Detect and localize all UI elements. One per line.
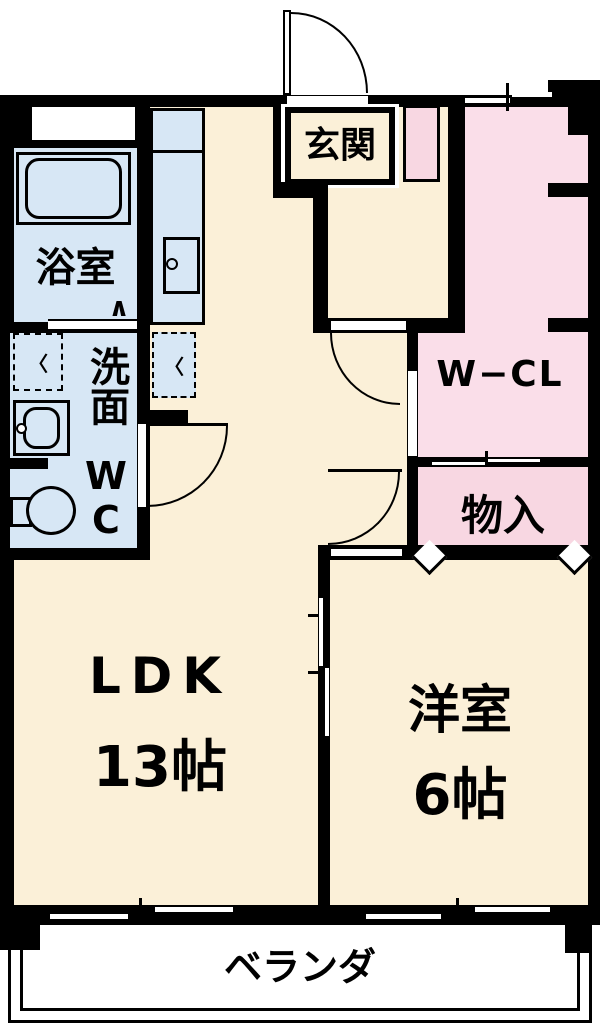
veranda-corner-left (0, 912, 40, 950)
washing-machine-space-icon: 〈 (13, 333, 63, 391)
storage-floor (418, 467, 588, 548)
ldk-western-slide-pane-1 (319, 598, 323, 666)
wall-storage-left (407, 457, 418, 560)
wcl-floor-upper (465, 107, 568, 135)
wcl-window-tick (506, 83, 509, 111)
western-window-pane-2 (475, 907, 550, 912)
western-room-size-label: 6帖 (412, 762, 508, 828)
shoe-closet (403, 105, 440, 182)
storage-label: 物入 (460, 490, 545, 540)
ldk-window-pane-1 (50, 914, 128, 919)
ldk-window-pane-2 (155, 907, 233, 912)
hall-door-leaf (330, 320, 407, 331)
wall-hall-left (313, 190, 328, 333)
washroom-door-leaf (147, 423, 228, 426)
wall-stub-kitchen (142, 410, 188, 423)
ldk-western-slide-tick-1 (308, 614, 318, 617)
bathtub (16, 152, 131, 225)
wcl-floor-left-ext (418, 333, 465, 457)
washroom-door-opening (137, 423, 147, 508)
veranda-label: ベランダ (223, 945, 376, 990)
bathroom-label: 浴室 (35, 245, 116, 291)
ldk-window-tick (139, 898, 142, 930)
wall-stub-wcl-2 (548, 318, 600, 332)
wcl-window-pane-1 (465, 98, 510, 103)
veranda-corner-right (565, 922, 590, 953)
kitchen-faucet (166, 258, 178, 270)
kitchen-sink (163, 237, 200, 294)
western-room-floor (330, 560, 588, 905)
bathroom-floor (14, 148, 137, 322)
veranda-inner-rail (20, 925, 580, 1011)
wcl-doorway (407, 370, 418, 457)
wall-wcl-storage-divider (418, 457, 588, 467)
wall-top-right-corner (548, 80, 600, 100)
wall-washroom-wc-divider (10, 458, 48, 469)
kitchen-counter-divider (152, 150, 203, 153)
wcl-label: W−CL (436, 354, 564, 396)
western-window-pane-1 (366, 914, 441, 919)
western-door-leaf (328, 469, 402, 472)
wcl-window-pane-2 (512, 92, 552, 97)
storage-divider-pane-2 (487, 459, 540, 462)
wc-label: WC (84, 453, 128, 542)
washbasin-icon (13, 400, 70, 456)
bathroom-folding-door-mark: ∧ (108, 293, 130, 324)
ldk-western-slide-tick-2 (308, 671, 318, 674)
bathroom-window (32, 107, 135, 140)
ldk-size-label: 13帖 (93, 734, 227, 800)
entrance-door-leaf (283, 10, 291, 95)
washbasin-bowl (23, 407, 60, 449)
western-room-label: 洋室 (407, 680, 512, 741)
washroom-label: 洗面 (83, 346, 129, 426)
ldk-western-slide-pane-2 (325, 668, 329, 736)
western-window-tick (456, 898, 459, 930)
bathroom-door-track (48, 319, 137, 331)
storage-divider-pane-1 (432, 462, 485, 465)
wall-stub-wcl-1 (548, 183, 600, 197)
ldk-floor (14, 560, 318, 905)
bathtub-inner (25, 158, 122, 219)
western-door-opening (330, 548, 403, 557)
storage-divider-tick (485, 451, 488, 473)
refrigerator-space-icon: 〈 (152, 332, 196, 398)
entrance-door-arc (291, 12, 368, 93)
genkan-floor: 玄関 (291, 113, 389, 179)
toilet-bowl-icon (26, 486, 76, 535)
kitchen-counter (150, 108, 205, 325)
ldk-label: LDK (88, 646, 232, 705)
washbasin-faucet (16, 423, 27, 434)
